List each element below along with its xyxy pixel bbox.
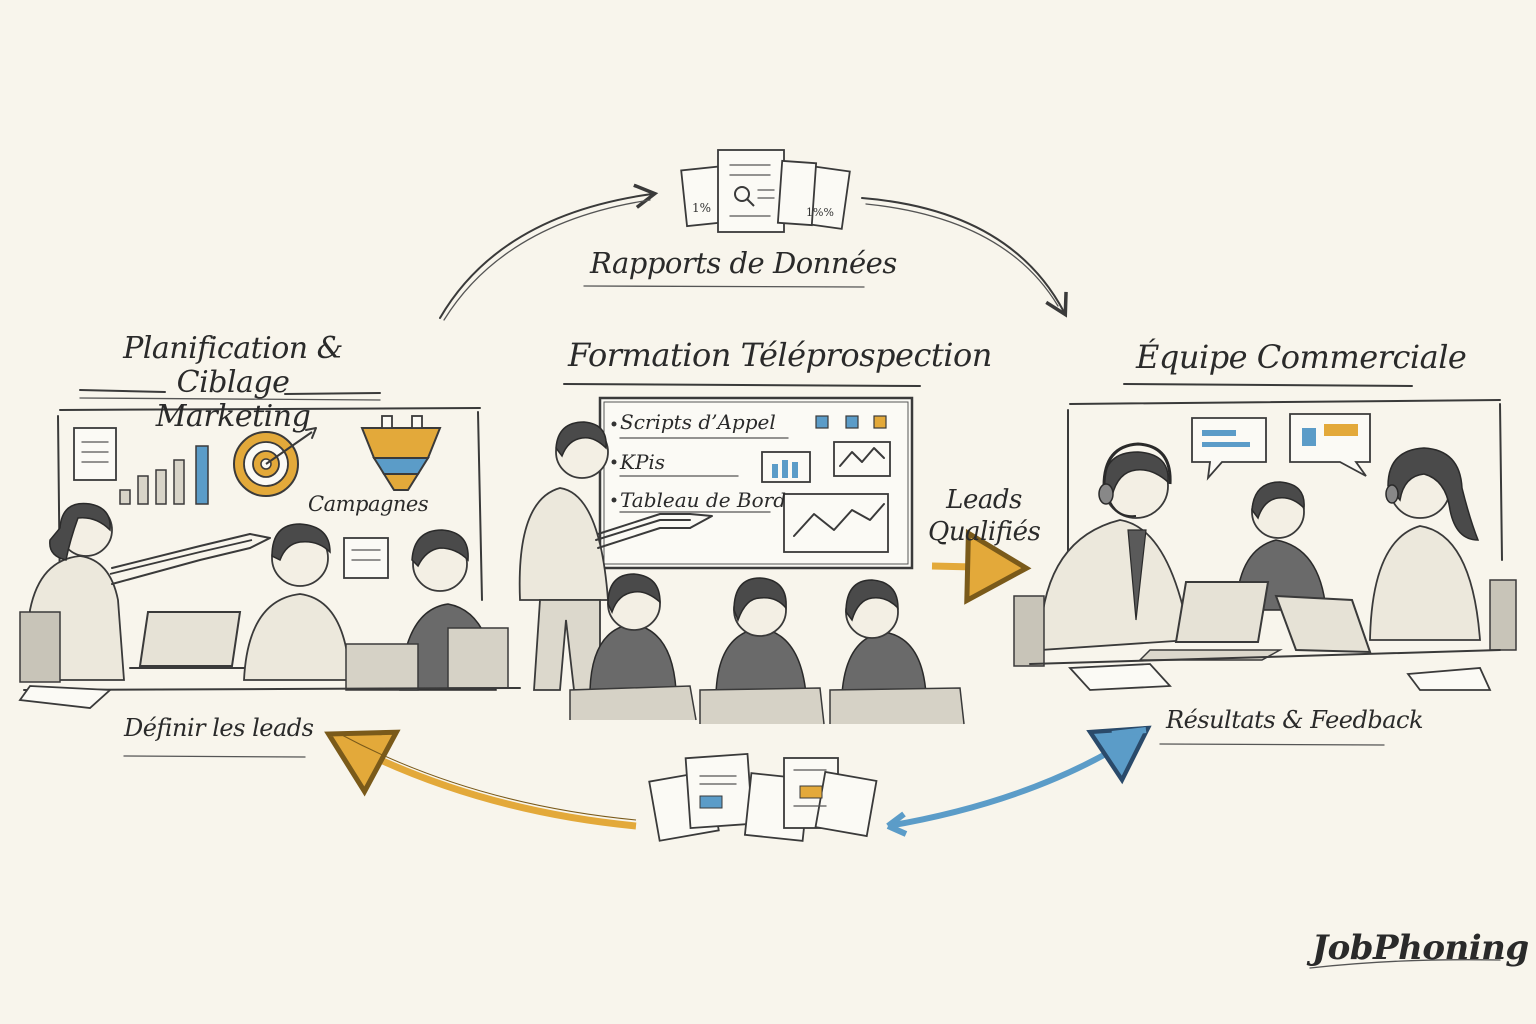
doc-label-left: 1% <box>692 201 711 215</box>
campaigns-label: Campagnes <box>308 492 429 516</box>
sales-team-title: Équipe Commerciale <box>1136 338 1467 376</box>
planning-title-line1: Planification & Ciblage <box>123 331 343 400</box>
training-title: Formation Téléprospection <box>568 336 992 374</box>
define-leads-label: Définir les leads <box>124 714 314 742</box>
feedback-documents-icon <box>648 752 878 842</box>
right-panel-scene <box>1013 399 1517 691</box>
doc-label-right: 1%% <box>806 206 834 219</box>
center-panel-scene <box>518 396 965 725</box>
arrow-to-team <box>861 197 1068 318</box>
leads-arrow <box>931 528 1032 605</box>
board-item-dashboard: Tableau de Bord <box>620 488 787 512</box>
left-panel-scene <box>18 407 521 709</box>
board-item-scripts: Scripts d’Appel <box>620 410 776 434</box>
planning-title: Planification & Ciblage Marketing <box>88 332 378 434</box>
reports-title: Rapports de Données <box>590 246 897 280</box>
define-leads-arrow <box>324 729 637 830</box>
board-item-kpis: KPis <box>620 450 666 474</box>
planning-title-line2: Marketing <box>155 399 311 434</box>
results-feedback-label: Résultats & Feedback <box>1166 706 1424 734</box>
arrow-to-reports <box>439 183 659 319</box>
reports-documents-icon: 1% 1%% <box>680 149 851 233</box>
brand-logo: JobPhoning <box>1312 928 1529 968</box>
feedback-arrow <box>887 725 1152 829</box>
qualified-leads-label: Leads Qualifiés <box>928 485 1041 547</box>
